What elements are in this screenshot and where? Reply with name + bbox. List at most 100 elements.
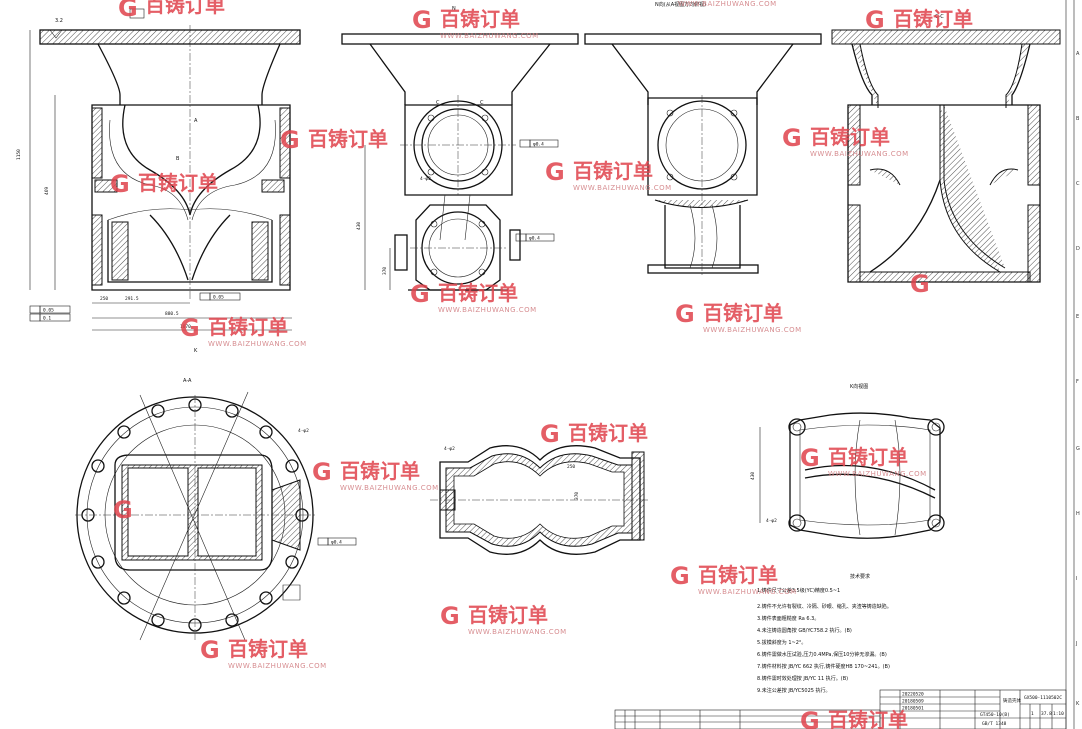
- dim-plan-width: 250: [567, 464, 575, 470]
- svg-text:G: G: [110, 170, 130, 198]
- weight: 37.8: [1041, 711, 1052, 717]
- watermark-7: G 百铸订单 WWW.BAIZHUWANG.COM: [545, 158, 672, 192]
- note-8: 8.铸件需时效处理按 JB/YC 11 执行。(B): [757, 675, 848, 682]
- svg-text:WWW.BAIZHUWANG.COM: WWW.BAIZHUWANG.COM: [810, 150, 909, 158]
- svg-text:G: G: [200, 636, 220, 664]
- zone-i: I: [1076, 576, 1077, 582]
- svg-text:百铸订单: 百铸订单: [440, 7, 520, 31]
- section-tag-a: A: [194, 118, 198, 124]
- zone-markers: A B C D E F G H I J K: [1075, 51, 1080, 707]
- watermark-20: G 百铸订单: [800, 707, 908, 729]
- note-9: 9.未注公差按 JB/YC5025 执行。: [757, 687, 831, 694]
- watermark-5: G 百铸订单: [280, 126, 388, 154]
- svg-text:φ0.4: φ0.4: [529, 236, 540, 242]
- view-tag-k: K: [194, 348, 198, 354]
- note-2: 2.铸件不允许有裂纹、冷隔、砂眼、缩孔、夹渣等铸造缺陷。: [757, 603, 892, 610]
- section-tag-b: B: [176, 156, 180, 162]
- svg-text:WWW.BAIZHUWANG.COM: WWW.BAIZHUWANG.COM: [438, 306, 537, 314]
- watermark-8: G 百铸订单 WWW.BAIZHUWANG.COM: [782, 124, 909, 158]
- svg-text:百铸订单: 百铸订单: [208, 315, 288, 339]
- zone-h: H: [1076, 511, 1080, 517]
- svg-text:WWW.BAIZHUWANG.COM: WWW.BAIZHUWANG.COM: [208, 340, 307, 348]
- note-3: 3.铸件表面粗糙度 Ra 6.3。: [757, 615, 819, 622]
- tag-c-left: C: [436, 100, 440, 106]
- sheet-number: 1: [1031, 711, 1034, 717]
- watermark-18: G 百铸订单 WWW.BAIZHUWANG.COM: [440, 602, 567, 636]
- dim-bolt-holes: 4-φ2: [420, 176, 431, 182]
- svg-text:0.05: 0.05: [43, 308, 54, 314]
- svg-text:G: G: [800, 444, 820, 472]
- svg-text:G: G: [545, 158, 565, 186]
- svg-text:百铸订单: 百铸订单: [340, 459, 420, 483]
- part-name: 铸造壳体: [1003, 697, 1021, 704]
- svg-text:G: G: [800, 707, 820, 729]
- material: GT450-10(B): [980, 712, 1010, 718]
- svg-text:百铸订单: 百铸订单: [893, 7, 973, 31]
- svg-text:G: G: [280, 126, 300, 154]
- svg-text:百铸订单: 百铸订单: [145, 0, 225, 17]
- watermark-13: G 百铸订单: [540, 420, 648, 448]
- svg-text:G: G: [118, 0, 138, 22]
- section-cc-view: C-C: [831, 14, 1061, 283]
- note-6: 6.铸件需做水压试验,压力0.4MPa,保压10分钟无渗漏。(B): [757, 651, 887, 658]
- svg-text:百铸订单: 百铸订单: [573, 159, 653, 183]
- section-aa-view: A-A 4-φ2 φ0.4: [75, 378, 357, 641]
- watermark-9: G 百铸订单 WWW.BAIZHUWANG.COM: [410, 280, 537, 314]
- zone-f: F: [1076, 379, 1079, 385]
- svg-text:G: G: [113, 496, 133, 524]
- dim-height-body: 469: [44, 187, 50, 195]
- svg-text:φ0.4: φ0.4: [533, 142, 544, 148]
- dim-plan-hole: 4-φ2: [444, 446, 455, 452]
- dim-plan-depth: 370: [574, 492, 580, 500]
- watermark-3: WWW.BAIZHUWANG.COM: [678, 0, 777, 8]
- svg-text:G: G: [865, 6, 885, 34]
- svg-text:WWW.BAIZHUWANG.COM: WWW.BAIZHUWANG.COM: [828, 470, 927, 478]
- flatness-callout-1: 0.05: [29, 305, 71, 314]
- material-standard: GB/T 1348: [982, 721, 1007, 727]
- svg-text:WWW.BAIZHUWANG.COM: WWW.BAIZHUWANG.COM: [468, 628, 567, 636]
- svg-text:WWW.BAIZHUWANG.COM: WWW.BAIZHUWANG.COM: [573, 184, 672, 192]
- watermark-11: G 百铸订单 WWW.BAIZHUWANG.COM: [180, 314, 307, 348]
- zone-j: J: [1075, 641, 1077, 647]
- svg-text:0.05: 0.05: [213, 295, 224, 301]
- dim-thread-note: 4-φ2: [298, 428, 309, 434]
- zone-e: E: [1076, 314, 1079, 320]
- flatness-callout-3: 0.05: [199, 292, 241, 301]
- watermark-6: G 百铸订单: [110, 170, 218, 198]
- note-5: 5.拔模斜度为 1~2°。: [757, 639, 806, 646]
- dim-overall-width: 1070: [180, 324, 191, 330]
- revision-date-2: 20180509: [902, 699, 924, 705]
- svg-text:G: G: [675, 300, 695, 328]
- svg-text:G: G: [180, 314, 200, 342]
- notes-title: 技术要求: [850, 573, 870, 580]
- scale: 1:10: [1053, 711, 1064, 717]
- svg-text:G: G: [670, 562, 690, 590]
- flatness-callout-2: 0.1: [29, 313, 71, 322]
- dim-lower-port: 370: [382, 267, 388, 275]
- svg-text:G: G: [412, 6, 432, 34]
- zone-g: G: [1076, 446, 1080, 452]
- svg-text:百铸订单: 百铸订单: [308, 127, 388, 151]
- dim-view-k-height: 430: [750, 472, 756, 480]
- svg-text:WWW.BAIZHUWANG.COM: WWW.BAIZHUWANG.COM: [440, 32, 539, 40]
- technical-notes: 技术要求 1.铸件尺寸公差3.5级(YC)精度0.5~1 2.铸件不允许有裂纹、…: [757, 573, 892, 694]
- svg-text:G: G: [782, 124, 802, 152]
- svg-text:百铸订单: 百铸订单: [468, 603, 548, 627]
- zone-a: A: [1076, 51, 1080, 57]
- note-1: 1.铸件尺寸公差3.5级(YC)精度0.5~1: [757, 587, 840, 594]
- tag-c-right: C: [480, 100, 484, 106]
- side-view-ports: N向(从A视图方向俯视) 430 370 4-φ2: [341, 1, 706, 291]
- svg-text:百铸订单: 百铸订单: [810, 125, 890, 149]
- view-k: K向视图 430 4-φ2: [750, 383, 945, 539]
- svg-text:WWW.BAIZHUWANG.COM: WWW.BAIZHUWANG.COM: [228, 662, 327, 670]
- watermark-16: G: [113, 496, 133, 524]
- svg-text:百铸订单: 百铸订单: [703, 301, 783, 325]
- zone-c: C: [1076, 181, 1080, 187]
- dim-height-total: 1150: [16, 149, 22, 160]
- svg-text:百铸订单: 百铸订单: [438, 281, 518, 305]
- watermark-14: G 百铸订单 WWW.BAIZHUWANG.COM: [312, 458, 438, 492]
- watermark-2: G 百铸订单 WWW.BAIZHUWANG.COM: [412, 6, 539, 40]
- svg-text:WWW.BAIZHUWANG.COM: WWW.BAIZHUWANG.COM: [678, 0, 777, 8]
- view-k-label: K向视图: [850, 383, 868, 390]
- watermark-19: G 百铸订单 WWW.BAIZHUWANG.COM: [200, 636, 327, 670]
